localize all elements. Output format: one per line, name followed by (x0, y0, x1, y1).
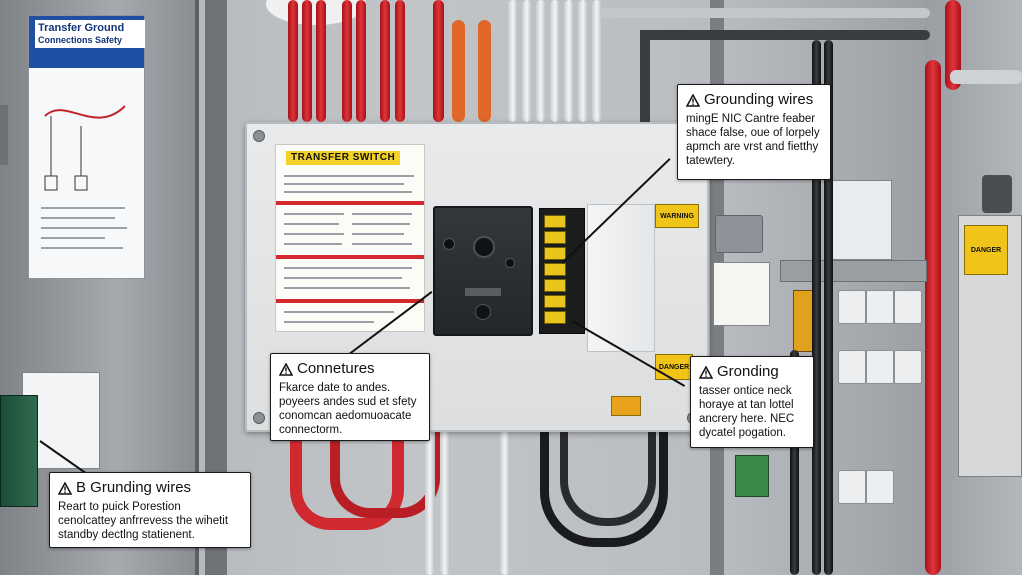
black-wire (790, 350, 799, 575)
callout-body: tasser ontice neck horaye at tan lottel … (699, 385, 795, 439)
white-wire (592, 0, 602, 122)
red-wire (433, 0, 444, 122)
white-wire (425, 428, 435, 575)
black-conduit (640, 30, 930, 40)
instruction-sheet: TRANSFER SWITCH (275, 144, 425, 332)
warning-triangle-icon (279, 362, 293, 376)
small-warning-tag (611, 396, 641, 416)
din-rail (780, 260, 927, 282)
green-terminal (735, 455, 769, 497)
label-sheet (713, 262, 770, 326)
contactor (894, 350, 922, 384)
breaker-switch[interactable] (544, 295, 566, 308)
panel-screw (253, 412, 265, 424)
red-wire (316, 0, 326, 122)
callout-body: Reart to puick Porestion cenolcattey anf… (58, 501, 229, 541)
warning-tag: WARNING (655, 204, 699, 228)
red-wire-loop (330, 428, 440, 518)
white-wire (578, 0, 588, 122)
instruction-sheet-title: TRANSFER SWITCH (286, 151, 401, 165)
poster-title: Transfer Ground Connections Safety (35, 20, 145, 48)
callout-title: B Grunding wires (76, 479, 192, 496)
black-wire-loop (560, 428, 656, 526)
white-wire (536, 0, 546, 122)
switch-controller (433, 206, 533, 336)
warning-tag: DANGER (655, 354, 693, 380)
breaker-rail (539, 208, 585, 334)
warning-triangle-icon (699, 365, 713, 379)
callout-title: Grounding wires (704, 91, 814, 108)
callout-body: Fkarce date to andes. poyeers andes sud … (279, 382, 417, 436)
contactor (866, 470, 894, 504)
enclosure-cap (982, 175, 1012, 213)
warning-triangle-icon (58, 481, 72, 495)
breaker-switch[interactable] (544, 263, 566, 276)
breaker-switch[interactable] (544, 311, 566, 324)
black-conduit (640, 30, 650, 122)
callout-grounding-right: Gronding tasser ontice neck horaye at ta… (690, 356, 814, 448)
callout-connections: Connetures Fkarce date to andes. poyeers… (270, 353, 430, 441)
contactor (838, 470, 866, 504)
breaker-switch[interactable] (544, 231, 566, 244)
callout-title: Gronding (717, 363, 779, 380)
white-wire (440, 428, 450, 575)
black-wire (824, 40, 833, 575)
poster-subtitle-text: Connections Safety (38, 35, 123, 45)
white-wire (564, 0, 574, 122)
white-wire (508, 0, 518, 122)
contactor (894, 290, 922, 324)
red-conduit (925, 60, 941, 575)
red-wire (395, 0, 405, 122)
poster-diagram (41, 105, 127, 249)
red-wire (342, 0, 352, 122)
contactor (866, 350, 894, 384)
white-conduit (600, 8, 930, 18)
control-knob[interactable] (475, 304, 491, 320)
white-conduit (950, 70, 1022, 84)
panel-screw (253, 130, 265, 142)
black-wire (812, 40, 821, 575)
black-wire-loop (540, 428, 668, 547)
breaker-switch[interactable] (544, 247, 566, 260)
safety-poster: Transfer Ground Connections Safety (28, 15, 145, 279)
orange-wire (452, 20, 465, 122)
contactor (838, 350, 866, 384)
white-wire (550, 0, 560, 122)
callout-body: mingE NIC Cantre feaber shace false, oue… (686, 113, 820, 167)
white-wire (500, 428, 510, 575)
white-wire (522, 0, 532, 122)
contactor (866, 290, 894, 324)
contactor (838, 290, 866, 324)
red-wire (356, 0, 366, 122)
control-knob[interactable] (473, 236, 495, 258)
red-wire (288, 0, 298, 122)
callout-grounding-wires-top: Grounding wires mingE NIC Cantre feaber … (677, 84, 831, 180)
warning-triangle-icon (686, 93, 700, 107)
callout-grounding-wires-bottom: B Grunding wires Reart to puick Porestio… (49, 472, 251, 548)
warning-sign-right: DANGER (964, 225, 1008, 275)
green-enclosure (0, 395, 38, 507)
left-rail (205, 0, 227, 575)
poster-title-text: Transfer Ground (38, 22, 125, 34)
red-wire (302, 0, 312, 122)
breaker-switch[interactable] (544, 215, 566, 228)
red-wire (380, 0, 390, 122)
orange-wire (478, 20, 491, 122)
door-hinge (0, 105, 8, 165)
small-sign (832, 180, 892, 260)
red-conduit (945, 0, 961, 90)
breaker-switch[interactable] (544, 279, 566, 292)
junction-box (715, 215, 763, 253)
callout-title: Connetures (297, 360, 375, 377)
